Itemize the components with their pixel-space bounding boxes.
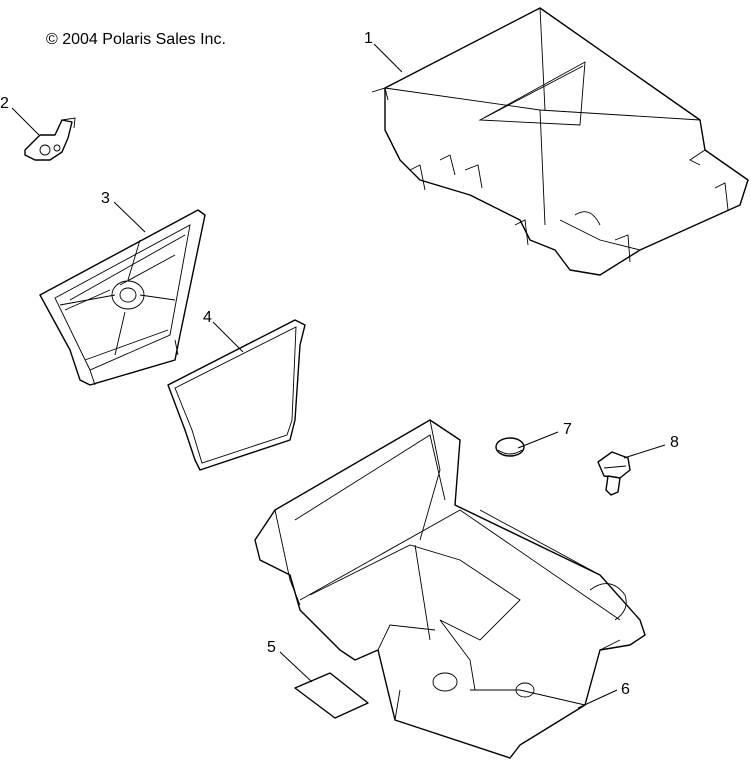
part-7-plug[interactable] xyxy=(495,437,525,457)
part-1-cover[interactable] xyxy=(371,7,749,276)
callout-5: 5 xyxy=(267,639,276,656)
copyright-notice: © 2004 Polaris Sales Inc. xyxy=(46,31,226,48)
callout-labels: 1 2 3 4 5 6 7 8 xyxy=(0,30,679,698)
part-3-filter-frame[interactable] xyxy=(39,209,206,386)
part-6-airbox-base[interactable] xyxy=(254,419,646,759)
callout-8: 8 xyxy=(670,434,679,451)
callout-2: 2 xyxy=(0,95,9,112)
leader-lines xyxy=(11,43,666,709)
callout-1: 1 xyxy=(364,30,373,47)
part-8-push-rivet[interactable] xyxy=(597,451,631,496)
callout-4: 4 xyxy=(203,309,212,326)
callout-7: 7 xyxy=(563,421,572,438)
part-2-latch[interactable] xyxy=(24,117,76,161)
callout-6: 6 xyxy=(621,681,630,698)
part-5-pad[interactable] xyxy=(294,672,369,719)
part-4-gasket[interactable] xyxy=(167,319,306,471)
callout-3: 3 xyxy=(101,190,110,207)
